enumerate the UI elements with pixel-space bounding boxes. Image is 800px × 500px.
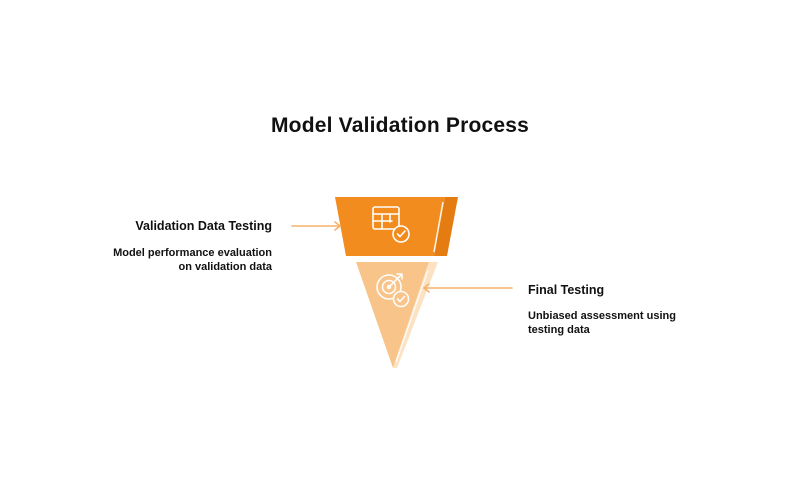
connector-validation xyxy=(291,221,342,231)
stage-final-description: Unbiased assessment using testing data xyxy=(528,310,676,336)
diagram-title: Model Validation Process xyxy=(270,114,530,137)
stage-validation-side xyxy=(434,197,458,256)
stage-final-title: Final Testing xyxy=(528,283,605,297)
connector-final xyxy=(422,283,513,293)
table-check-icon xyxy=(372,206,410,243)
stage-final-front xyxy=(356,262,429,368)
target-check-icon xyxy=(376,273,410,308)
stage-validation-shape xyxy=(335,197,458,256)
stage-validation-front xyxy=(335,197,445,256)
stage-validation-title: Validation Data Testing xyxy=(135,219,272,233)
stage-validation-description: Model performance evaluation on validati… xyxy=(113,247,272,273)
